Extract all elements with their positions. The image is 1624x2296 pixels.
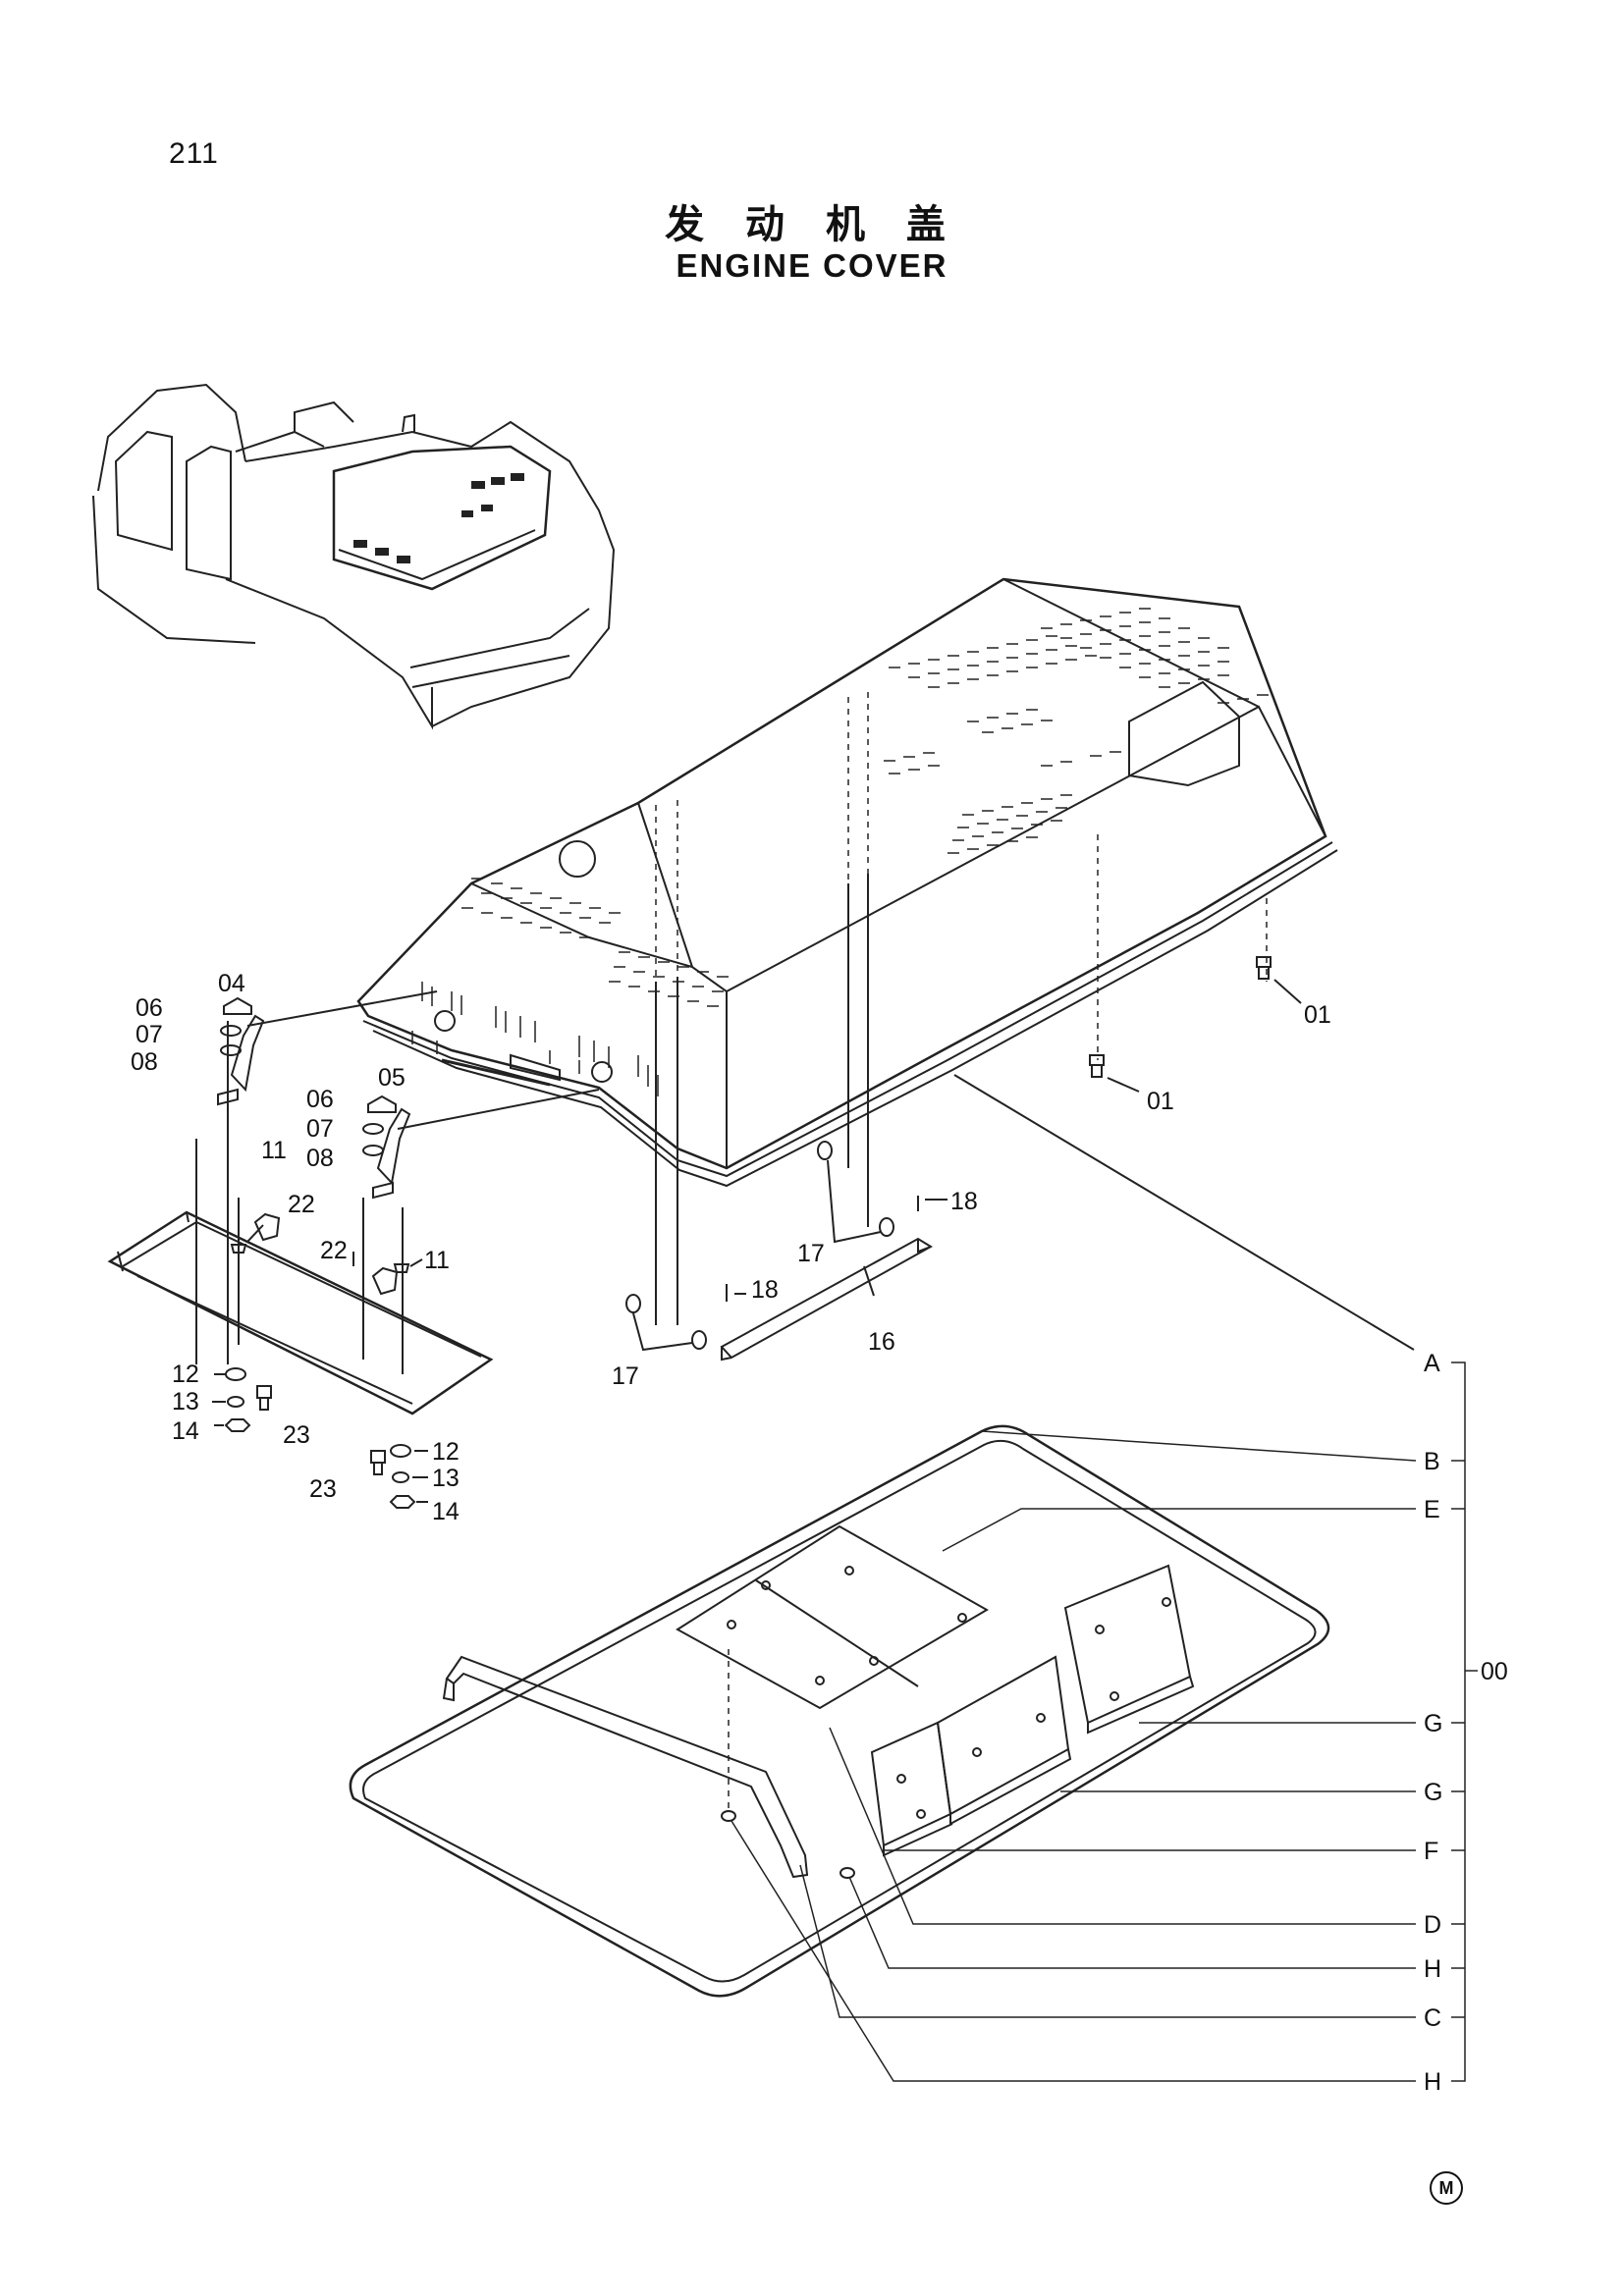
callout-18: 18 [751,1276,779,1304]
callout-22: 22 [320,1237,348,1264]
callout-23: 23 [309,1475,337,1503]
callout-18: 18 [950,1188,978,1215]
hidden-lines [655,692,1268,1060]
excavator-overview-sketch [92,383,616,730]
callout-17: 17 [797,1240,825,1267]
callout-01: 01 [1147,1088,1174,1115]
callout-17: 17 [612,1362,639,1390]
title-chinese: 发 动 机 盖 [665,202,959,247]
callout-05: 05 [378,1064,406,1092]
latch-bracket-plate [107,1210,494,1415]
callout-06: 06 [135,994,163,1022]
callout-11: 11 [261,1137,287,1164]
callout-22: 22 [288,1191,315,1218]
reference-d: D [1424,1911,1441,1939]
reference-g: G [1424,1779,1442,1806]
reference-h: H [1424,1955,1441,1983]
corner-mark-icon: M [1430,2171,1463,2205]
reference-e: E [1424,1496,1440,1523]
callout-08: 08 [131,1048,158,1076]
latch-assembly-05 [362,1095,411,1200]
callout-08: 08 [306,1145,334,1172]
callout-01: 01 [1304,1001,1331,1029]
callout-04: 04 [218,970,245,997]
page-number: 211 [169,137,219,170]
latch-assembly-04 [217,996,265,1139]
callout-23: 23 [283,1421,310,1449]
callout-14: 14 [432,1498,460,1525]
group-label: 00 [1481,1658,1508,1685]
reference-f: F [1424,1838,1438,1865]
callout-13: 13 [172,1388,199,1415]
callout-06: 06 [306,1086,334,1113]
reference-b: B [1424,1448,1440,1475]
callout-12: 12 [432,1438,460,1466]
reference-a: A [1424,1350,1440,1377]
callout-14: 14 [172,1417,199,1445]
reference-h: H [1424,2068,1441,2096]
callout-07: 07 [306,1115,334,1143]
callout-13: 13 [432,1465,460,1492]
plate-16 [720,1237,933,1362]
reference-g: G [1424,1710,1442,1737]
title-english: ENGINE COVER [676,247,948,284]
bolt-01 [1089,956,1272,1078]
callout-11: 11 [424,1247,450,1274]
reference-c: C [1424,2004,1441,2032]
callout-07: 07 [135,1021,163,1048]
engine-cover-seal-frame [349,1424,1330,1998]
engine-cover-hood [356,577,1338,1188]
callout-16: 16 [868,1328,895,1356]
reference-leaders [731,1362,1478,2082]
callout-12: 12 [172,1361,199,1388]
